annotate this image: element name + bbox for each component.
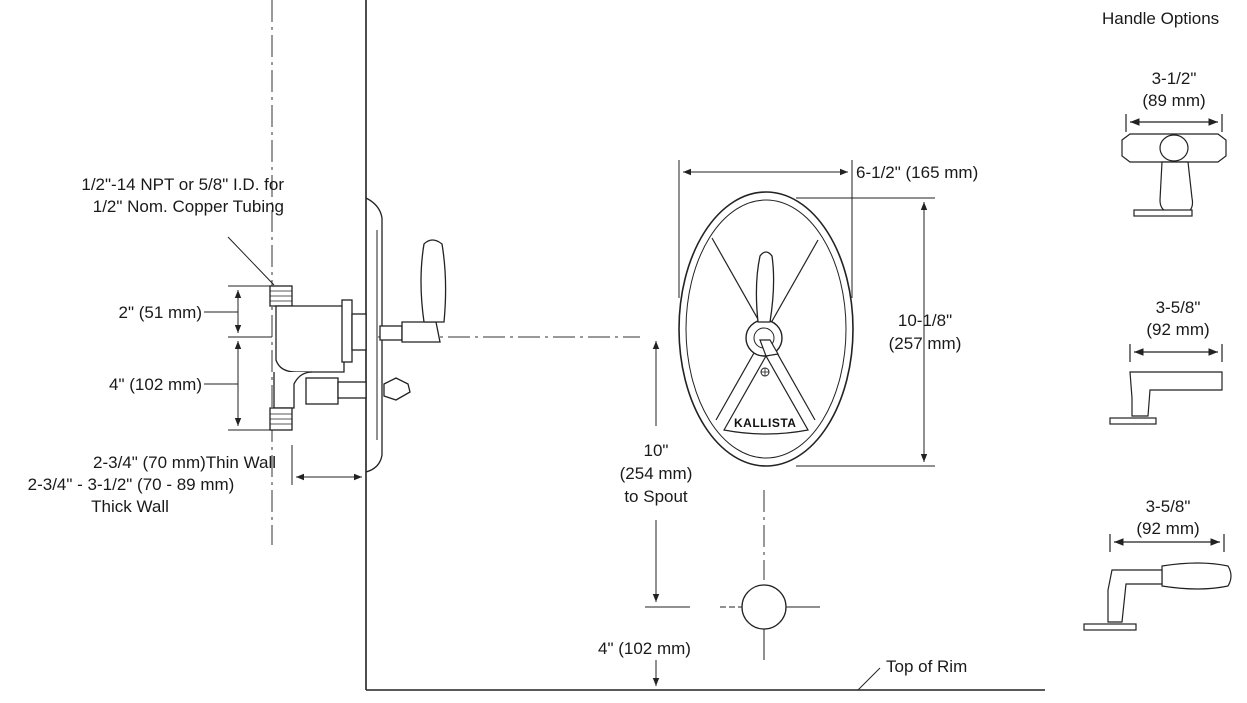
- valve-side-view: [269, 197, 447, 473]
- dimension-2in: 2" (51 mm): [118, 303, 203, 322]
- spout-dim-line2: (254 mm): [619, 464, 693, 483]
- spout-dim-line3: to Spout: [624, 487, 688, 506]
- brand-logo: KALLISTA: [734, 416, 797, 430]
- side-dimensions: [204, 236, 362, 485]
- wall-thick-label: Thick Wall: [91, 497, 169, 516]
- escutcheon-width: 6-1/2" (165 mm): [856, 163, 979, 182]
- lever-grip-handle-metric: (92 mm): [1136, 519, 1200, 538]
- cross-handle-imperial: 3-1/2": [1151, 69, 1197, 88]
- lever-handle-imperial: 3-5/8": [1155, 298, 1201, 317]
- rim-offset-dim: 4" (102 mm): [598, 639, 691, 658]
- handle-options-title: Handle Options: [1102, 9, 1220, 28]
- dimension-4in: 4" (102 mm): [109, 375, 202, 394]
- wall-thin-label: 2-3/4" (70 mm)Thin Wall: [93, 453, 276, 472]
- escutcheon-front-view: [678, 191, 854, 467]
- handle-option-lever: [1109, 344, 1223, 425]
- escutcheon-height-imperial: 10-1/8": [897, 311, 953, 330]
- inlet-spec-line2: 1/2" Nom. Copper Tubing: [92, 197, 284, 216]
- lever-grip-handle-imperial: 3-5/8": [1145, 497, 1191, 516]
- cross-handle-metric: (89 mm): [1142, 91, 1206, 110]
- lever-handle-metric: (92 mm): [1146, 320, 1210, 339]
- spout-dim-line1: 10": [643, 441, 669, 460]
- wall-thick-range-label: 2-3/4" - 3-1/2" (70 - 89 mm): [27, 475, 235, 494]
- handle-option-lever-grip: [1083, 534, 1232, 631]
- handle-option-cross: [1121, 114, 1227, 217]
- top-of-rim-label: Top of Rim: [886, 657, 968, 676]
- front-dimensions: [645, 160, 935, 691]
- inlet-spec-line1: 1/2"-14 NPT or 5/8" I.D. for: [81, 175, 284, 194]
- escutcheon-height-metric: (257 mm): [888, 334, 962, 353]
